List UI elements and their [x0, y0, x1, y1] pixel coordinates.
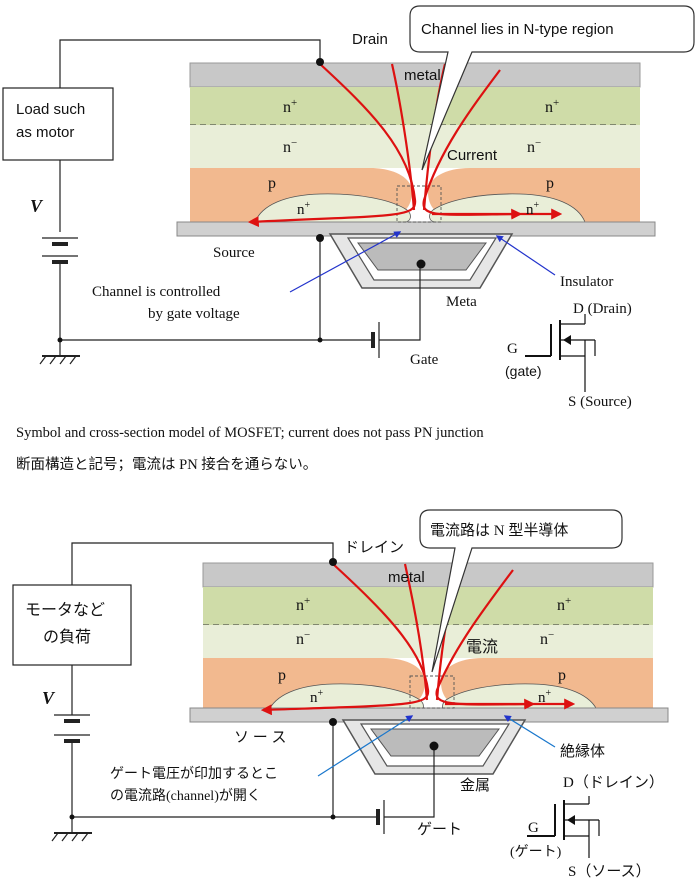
n-plus-small-left-label: n+ — [310, 688, 324, 706]
source-ground-node — [317, 337, 323, 343]
p-right-label: p — [546, 175, 554, 192]
current-label: 電流 — [466, 638, 498, 656]
source-label: Source — [213, 245, 255, 261]
n-minus-layer — [203, 625, 653, 658]
n-minus-right-label: n− — [540, 629, 554, 648]
drain-label: Drain — [352, 31, 388, 48]
load-box — [12, 584, 132, 666]
drain-wire — [59, 39, 321, 88]
voltage-label: V — [30, 196, 44, 216]
symbol-source-label: S（ソース） — [568, 863, 651, 880]
metal-layer — [189, 62, 641, 88]
insulator-label: 絶縁体 — [560, 743, 605, 760]
gate-node — [429, 741, 439, 751]
p-left-label: p — [278, 667, 286, 684]
mosfet-diagram-japanese: ドレイン metal n+ n+ n− n− 電流 p p n+ n+ ソ ー … — [12, 509, 669, 880]
channel-box — [396, 185, 442, 223]
ground-hatch — [39, 355, 77, 365]
ground-hatch — [51, 832, 89, 842]
drain-wire — [71, 542, 334, 585]
ground-node — [57, 337, 63, 343]
load-label-line1: モータなど — [25, 601, 105, 619]
gate-wire — [379, 264, 421, 341]
n-plus-source-left — [254, 193, 411, 223]
mosfet-symbol — [525, 314, 596, 392]
symbol-gate-label: G — [528, 820, 539, 836]
symbol-gate-label-2: (ゲート) — [510, 844, 562, 860]
p-left-label: p — [268, 175, 276, 192]
n-plus-left-label: n+ — [283, 97, 297, 116]
channel-pointer — [289, 231, 402, 293]
p-right-label: p — [558, 667, 566, 684]
n-plus-layer — [203, 587, 653, 625]
current-arrow-left — [260, 563, 430, 716]
metal-label: metal — [404, 67, 441, 84]
mosfet-symbol — [527, 796, 600, 858]
symbol-gate-label: G — [507, 341, 518, 357]
gate-node — [416, 259, 426, 269]
n-minus-layer — [190, 125, 640, 168]
current-label: Current — [447, 147, 498, 164]
callout-text: Channel lies in N-type region — [421, 21, 614, 38]
callout-bubble — [419, 509, 623, 673]
load-box — [2, 87, 114, 161]
gate-label: ゲート — [417, 821, 462, 838]
n-plus-small-left-label: n+ — [297, 200, 311, 218]
symbol-drain-label: D (Drain) — [573, 301, 632, 317]
drain-node — [329, 558, 337, 566]
voltage-label: V — [42, 688, 56, 708]
meta-label: Meta — [446, 294, 477, 310]
current-arrow-left-2 — [403, 563, 429, 701]
n-plus-small-right-label: n+ — [526, 200, 540, 218]
load-label-line2: の負荷 — [43, 628, 91, 646]
n-minus-left-label: n− — [283, 137, 297, 156]
channel-label-line2: の電流路(channel)が開く — [110, 788, 261, 804]
load-label-line2: as motor — [16, 124, 74, 141]
current-arrow-left-2 — [390, 63, 416, 211]
symbol-drain-label: D（ドレイン） — [563, 774, 664, 791]
n-plus-right-label: n+ — [545, 97, 559, 116]
load-label-line1: Load such — [16, 101, 85, 118]
n-plus-layer — [190, 87, 640, 125]
channel-label-line2: by gate voltage — [148, 306, 240, 322]
n-minus-right-label: n− — [527, 137, 541, 156]
channel-box — [409, 675, 455, 709]
n-plus-left-label: n+ — [296, 595, 310, 614]
insulator-label: Insulator — [560, 274, 613, 290]
ground-wire — [59, 262, 375, 341]
callout-bubble — [409, 5, 695, 171]
source-node — [329, 718, 337, 726]
source-label: ソ ー ス — [234, 730, 287, 746]
callout-text: 電流路は N 型半導体 — [430, 522, 568, 539]
metal-layer — [202, 562, 654, 588]
drain-node — [316, 58, 324, 66]
channel-pointer — [317, 715, 414, 777]
n-plus-small-right-label: n+ — [538, 688, 552, 706]
channel-label-line1: ゲート電圧が印加するとこ — [110, 766, 278, 782]
source-ground-node — [330, 814, 336, 820]
n-minus-left-label: n− — [296, 629, 310, 648]
gate-metal — [357, 242, 487, 271]
symbol-gate-label-2: (gate) — [505, 363, 542, 379]
symbol-source-label: S (Source) — [568, 394, 632, 410]
gate-wire — [384, 746, 435, 818]
source-node — [316, 234, 324, 242]
gate-label: Gate — [410, 352, 439, 368]
metal-label: metal — [388, 569, 425, 586]
caption-english: Symbol and cross-section model of MOSFET… — [16, 425, 484, 441]
current-arrow-left — [247, 63, 417, 228]
insulator-pointer — [495, 235, 556, 276]
ground-node — [69, 814, 75, 820]
insulator-pointer — [503, 715, 556, 748]
drain-label: ドレイン — [344, 539, 404, 556]
meta-label: 金属 — [460, 777, 490, 794]
caption-japanese: 断面構造と記号；電流は PN 接合を通らない。 — [16, 457, 318, 473]
mosfet-diagram-english: Drain metal n+ n+ n− n− Current p p n+ n… — [2, 5, 695, 410]
n-plus-right-label: n+ — [557, 595, 571, 614]
channel-label-line1: Channel is controlled — [92, 284, 221, 300]
